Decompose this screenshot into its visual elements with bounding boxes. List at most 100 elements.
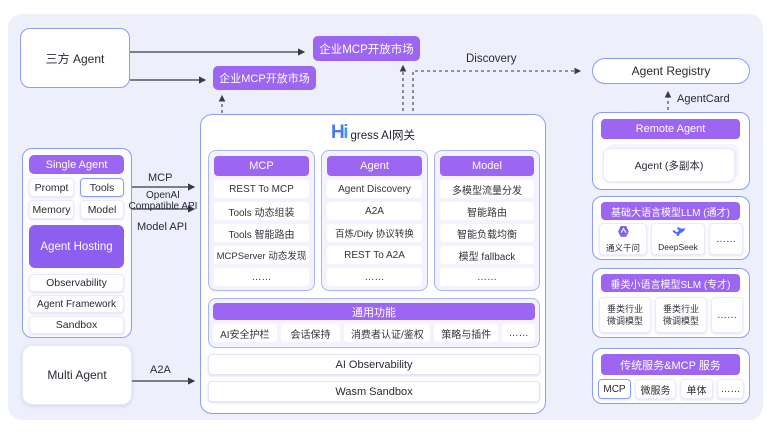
- agentcard-label: AgentCard: [677, 93, 730, 105]
- model-column-item: 多模型流量分发: [440, 180, 534, 198]
- agent-framework-cell: Agent Framework: [29, 295, 124, 313]
- sandbox-cell: Sandbox: [29, 316, 124, 334]
- common-functions-row: AI安全护栏 会话保持 消费者认证/鉴权 策略与插件 ……: [213, 324, 536, 342]
- higress-logo-h: H: [330, 122, 345, 143]
- agent-column-header: Agent: [327, 156, 422, 176]
- agent-hosting-box: Agent Hosting: [29, 225, 124, 268]
- agent-column-title: Agent: [360, 160, 389, 172]
- legacy-monolith-cell: 单体: [680, 379, 713, 399]
- legacy-more-cell: ……: [717, 379, 744, 399]
- model-column-item: 智能负载均衡: [440, 224, 534, 242]
- agent-registry-label: Agent Registry: [631, 64, 711, 78]
- tongyi-label: 通义千问: [605, 242, 640, 253]
- a2a-label: A2A: [150, 364, 171, 376]
- mcp-api-label: MCP: [148, 172, 173, 184]
- legacy-services-box: 传统服务&MCP 服务 MCP 微服务 单体 ……: [592, 348, 750, 404]
- common-functions-title: 通用功能: [352, 306, 396, 319]
- observability-label: Observability: [46, 277, 107, 289]
- mcp-market-top-label: 企业MCP开放市场: [319, 43, 414, 56]
- agent-replica-label: Agent (多副本): [634, 159, 704, 172]
- legacy-mcp-label: MCP: [603, 383, 626, 395]
- agent-column-item: 百炼/Dify 协议转换: [327, 224, 422, 242]
- discovery-label: Discovery: [466, 53, 517, 65]
- third-party-agent-box: 三方 Agent: [20, 28, 130, 88]
- mcp-market-top-box: 企业MCP开放市场: [313, 36, 420, 61]
- slm-box: 垂类小语言模型SLM (专才) 垂类行业 微调模型 垂类行业 微调模型 ……: [592, 268, 750, 338]
- llm-more-cell: ……: [709, 223, 743, 255]
- mcp-market-left-label: 企业MCP开放市场: [219, 73, 310, 85]
- common-item-more: ……: [502, 324, 536, 342]
- agent-column-item-more: ……: [327, 268, 422, 286]
- slm-more-cell: ……: [711, 297, 743, 333]
- common-functions-panel: 通用功能 AI安全护栏 会话保持 消费者认证/鉴权 策略与插件 ……: [208, 298, 540, 348]
- legacy-microservice-label: 微服务: [640, 385, 671, 397]
- tongyi-icon: [617, 225, 630, 241]
- agent-framework-label: Agent Framework: [37, 298, 116, 310]
- higress-logo-text: gress AI网关: [350, 130, 416, 142]
- model-column-item-more: ……: [440, 268, 534, 286]
- llm-title: 基础大语言模型LLM (通才): [611, 207, 730, 219]
- mcp-column-item-more: ……: [214, 268, 309, 286]
- remote-agent-box: Remote Agent Agent (多副本): [592, 112, 750, 190]
- single-agent-panel: Single Agent Prompt Tools Memory Model A…: [22, 148, 132, 338]
- mcp-column-item: REST To MCP: [214, 180, 309, 198]
- model-cell: Model: [80, 200, 124, 219]
- third-party-agent-label: 三方 Agent: [45, 51, 105, 66]
- agent-hosting-label: Agent Hosting: [40, 240, 113, 253]
- openai-api-line1: OpenAI: [146, 190, 180, 201]
- single-agent-title: Single Agent: [45, 158, 108, 171]
- model-column-item: 智能路由: [440, 202, 534, 220]
- mcp-column-header: MCP: [214, 156, 309, 176]
- model-column-header: Model: [440, 156, 534, 176]
- agent-column-item: Agent Discovery: [327, 180, 422, 198]
- model-label: Model: [87, 203, 117, 216]
- common-item: 会话保持: [280, 324, 341, 342]
- mcp-column-title: MCP: [249, 160, 274, 172]
- mcp-market-left-box: 企业MCP开放市场: [213, 66, 316, 90]
- mcp-column-item: MCPServer 动态发现: [214, 246, 309, 264]
- single-agent-header: Single Agent: [29, 155, 124, 174]
- higress-logo-i: i: [343, 122, 349, 143]
- agent-registry-box: Agent Registry: [592, 58, 750, 84]
- sandbox-label: Sandbox: [55, 319, 98, 331]
- common-item: 消费者认证/鉴权: [344, 324, 431, 342]
- deepseek-cell: DeepSeek: [651, 223, 705, 255]
- llm-box: 基础大语言模型LLM (通才) 通义千问 DeepSeek ……: [592, 196, 750, 260]
- legacy-more-label: ……: [720, 383, 741, 395]
- ai-observability-bar: AI Observability: [208, 354, 540, 375]
- wasm-sandbox-label: Wasm Sandbox: [335, 385, 413, 398]
- multi-agent-label: Multi Agent: [47, 368, 107, 382]
- agent-column: Agent Agent Discovery A2A 百炼/Dify 协议转换 R…: [321, 150, 428, 291]
- agent-replica-cell: Agent (多副本): [603, 148, 735, 182]
- slm-cell-line2: 微调模型: [662, 316, 699, 326]
- multi-agent-box: Multi Agent: [22, 345, 132, 405]
- slm-cell-line2: 微调模型: [606, 316, 643, 326]
- legacy-services-title: 传统服务&MCP 服务: [620, 359, 721, 372]
- slm-more-label: ……: [717, 309, 737, 321]
- common-functions-header: 通用功能: [213, 303, 535, 320]
- mcp-column-item: Tools 智能路由: [214, 224, 309, 242]
- prompt-label: Prompt: [34, 181, 69, 194]
- tools-label: Tools: [89, 181, 115, 194]
- memory-label: Memory: [32, 203, 71, 216]
- legacy-monolith-label: 单体: [686, 385, 707, 397]
- model-column-title: Model: [472, 160, 502, 172]
- llm-header: 基础大语言模型LLM (通才): [601, 202, 740, 220]
- memory-cell: Memory: [29, 200, 74, 219]
- wasm-sandbox-bar: Wasm Sandbox: [208, 381, 540, 402]
- ai-observability-label: AI Observability: [335, 358, 413, 371]
- tongyi-cell: 通义千问: [599, 223, 647, 255]
- slm-title: 垂类小语言模型SLM (专才): [610, 279, 731, 291]
- openai-api-line2: Compatible API: [128, 201, 198, 212]
- mcp-column-item: Tools 动态组装: [214, 202, 309, 220]
- model-api-label: Model API: [137, 221, 188, 233]
- deepseek-icon: [670, 226, 686, 241]
- agent-column-item: REST To A2A: [327, 246, 422, 264]
- tools-cell: Tools: [80, 178, 124, 197]
- legacy-microservice-cell: 微服务: [635, 379, 676, 399]
- prompt-cell: Prompt: [29, 178, 74, 197]
- observability-cell: Observability: [29, 274, 124, 292]
